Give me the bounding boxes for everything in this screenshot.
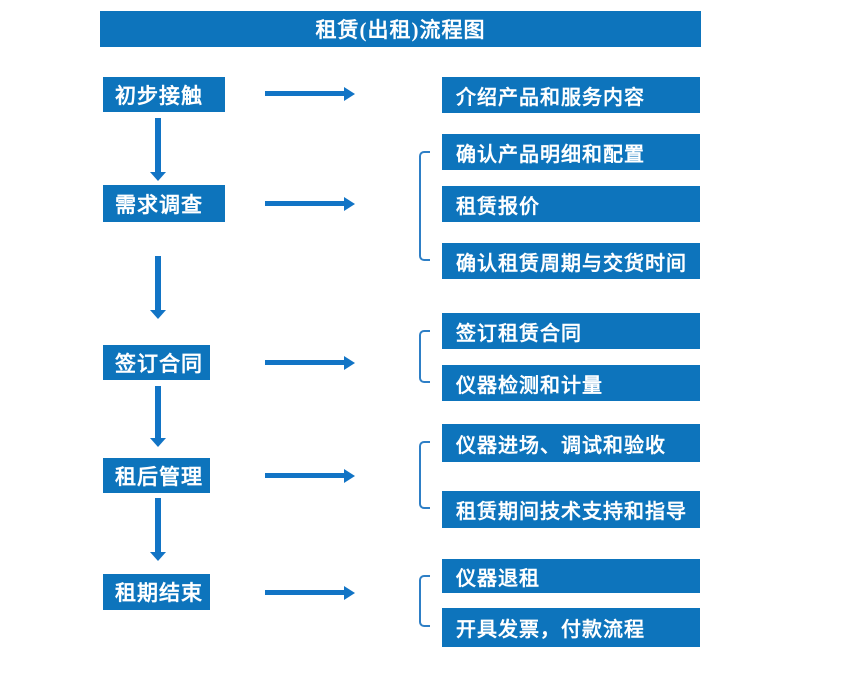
- arrow-down-1: [155, 118, 161, 172]
- detail-box-instrument-return: 仪器退租: [442, 559, 700, 593]
- detail-box-confirm-product-config: 确认产品明细和配置: [442, 134, 700, 170]
- bracket-group-post-rental: [419, 441, 430, 509]
- detail-box-invoice-payment: 开具发票，付款流程: [442, 608, 700, 647]
- detail-box-rental-quote: 租赁报价: [442, 186, 700, 222]
- arrow-right-5: [265, 590, 344, 595]
- detail-box-sign-rental-contract: 签订租赁合同: [442, 313, 700, 349]
- arrow-down-3: [155, 386, 161, 438]
- arrow-down-4: [155, 498, 161, 552]
- step-box-post-rental-management: 租后管理: [103, 458, 210, 493]
- arrow-down-2: [155, 256, 161, 310]
- detail-box-instrument-inspection: 仪器检测和计量: [442, 365, 700, 401]
- detail-box-confirm-period-delivery: 确认租赁周期与交货时间: [442, 243, 700, 279]
- step-box-rental-end: 租期结束: [103, 574, 210, 610]
- arrow-right-1: [265, 91, 344, 96]
- bracket-group-sign-contract: [419, 330, 430, 383]
- arrow-right-4: [265, 473, 344, 478]
- page-title: 租赁(出租)流程图: [100, 11, 701, 47]
- step-box-sign-contract: 签订合同: [103, 345, 210, 380]
- step-box-needs-survey: 需求调查: [103, 185, 225, 222]
- detail-box-instrument-setup-acceptance: 仪器进场、调试和验收: [442, 424, 700, 462]
- step-box-initial-contact: 初步接触: [103, 77, 225, 112]
- detail-box-technical-support: 租赁期间技术支持和指导: [442, 491, 700, 528]
- bracket-group-rental-end: [419, 575, 430, 627]
- bracket-group-needs-survey: [419, 151, 430, 261]
- arrow-right-3: [265, 360, 344, 365]
- arrow-right-2: [265, 201, 344, 206]
- detail-box-introduce-products: 介绍产品和服务内容: [442, 77, 700, 113]
